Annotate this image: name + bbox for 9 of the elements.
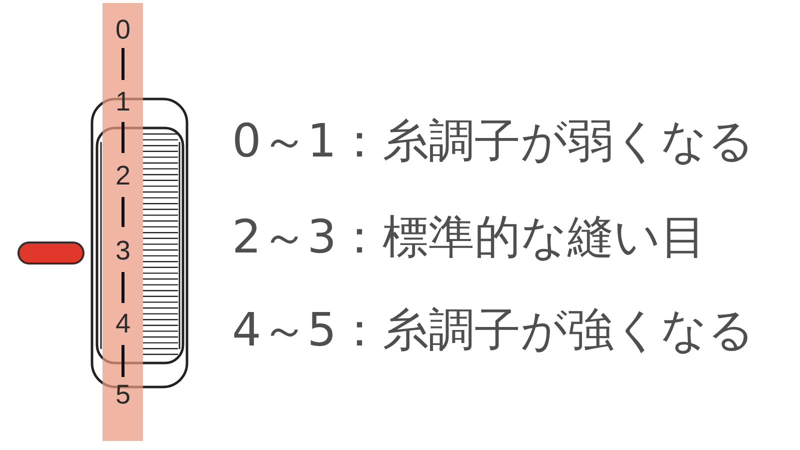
- scale-number: 4: [115, 310, 131, 338]
- scale-number: 1: [115, 88, 131, 116]
- scale-number: 5: [115, 382, 131, 408]
- setting-description: 0～1：糸調子が弱くなる: [232, 116, 755, 166]
- scale-number: 2: [115, 162, 131, 190]
- scale-number: 0: [115, 16, 131, 44]
- setting-description: 2～3：標準的な縫い目: [232, 212, 707, 262]
- setting-description: 4～5：糸調子が強くなる: [232, 304, 755, 356]
- scale-number: 3: [115, 238, 131, 264]
